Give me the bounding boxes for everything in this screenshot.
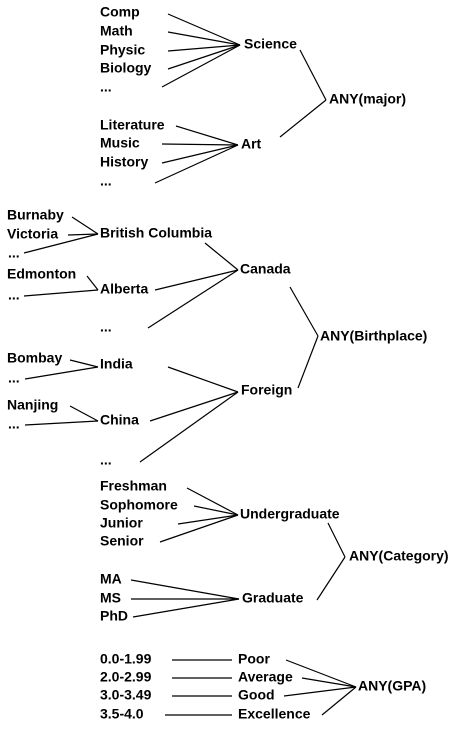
node-science: Science [244,36,297,52]
node-phd: PhD [100,608,128,624]
node-range4: 3.5-4.0 [100,706,144,722]
node-history: History [100,154,148,170]
node-british-columbia: British Columbia [100,225,212,241]
edge-science-root [299,49,327,101]
edge-physic-science [167,44,241,52]
edge-nanjing-china [69,405,99,422]
node-china-more: ... [8,416,20,432]
node-undergraduate: Undergraduate [240,506,340,522]
edge-canada-more [147,269,239,329]
edge-foreign-root [297,335,319,389]
node-sophomore: Sophomore [100,497,178,513]
node-math: Math [100,23,133,39]
node-literature: Literature [100,117,165,133]
edge-art-root [279,99,327,138]
node-art-more: ... [100,173,112,189]
edge-canada-root [289,286,319,337]
edge-india-foreign [167,366,239,393]
edge-alberta-canada [154,269,239,291]
node-bc-more: ... [8,245,20,261]
node-india: India [100,356,133,372]
edge-history-art [161,144,239,164]
edge-bc-more [23,233,99,254]
edge-excellence-root [321,686,357,716]
node-senior: Senior [100,533,144,549]
edge-sophomore-undergraduate [193,505,239,516]
edge-ma-graduate [130,579,240,600]
edge-music-art [161,143,239,146]
gpa-hierarchy: 0.0-1.99 2.0-2.99 3.0-3.49 3.5-4.0 Poor … [100,651,426,722]
node-foreign: Foreign [241,382,292,398]
node-average: Average [238,669,293,685]
node-nanjing: Nanjing [7,397,58,413]
node-victoria: Victoria [7,226,58,242]
edge-china-foreign [149,391,239,422]
edge-good-root [283,686,357,697]
node-india-more: ... [8,370,20,386]
node-range2: 2.0-2.99 [100,669,152,685]
node-freshman: Freshman [100,478,167,494]
node-music: Music [100,135,140,151]
node-graduate: Graduate [242,590,304,606]
edge-poor-root [285,659,357,688]
edge-average-root [301,677,357,688]
node-poor: Poor [238,651,270,667]
edge-burnaby-bc [71,216,99,235]
edge-science-more [161,44,241,88]
node-alberta: Alberta [100,281,148,297]
edge-alberta-more [23,289,99,297]
node-canada: Canada [240,261,291,277]
node-any-gpa: ANY(GPA) [358,678,426,694]
node-ms: MS [100,590,121,606]
node-range3: 3.0-3.49 [100,687,152,703]
edge-math-science [167,31,241,46]
edge-freshman-undergraduate [186,487,239,516]
node-art: Art [241,136,262,152]
node-good: Good [238,687,275,703]
major-hierarchy: Comp Math Physic Biology ... Science Lit… [100,4,406,189]
node-any-category: ANY(Category) [349,548,449,564]
edge-china-more [24,420,99,426]
category-hierarchy: Freshman Sophomore Junior Senior Undergr… [100,478,449,624]
node-biology: Biology [100,60,152,76]
edge-foreign-more [139,391,239,463]
edge-phd-graduate [132,598,240,618]
edge-india-more [24,366,99,380]
edge-bc-canada [204,242,239,271]
node-bombay: Bombay [7,350,62,366]
edge-biology-science [167,44,241,70]
node-china: China [100,412,139,428]
edge-bombay-india [69,359,99,368]
birthplace-hierarchy: Burnaby Victoria ... British Columbia Ed… [7,207,427,468]
node-alberta-more: ... [8,287,20,303]
node-foreign-more: ... [100,452,112,468]
edge-graduate-root [316,556,346,601]
node-excellence: Excellence [238,706,311,722]
node-comp: Comp [100,4,140,20]
node-any-birthplace: ANY(Birthplace) [320,328,427,344]
node-science-more: ... [100,79,112,95]
node-canada-more: ... [100,319,112,335]
edge-junior-undergraduate [177,514,239,525]
node-range1: 0.0-1.99 [100,651,152,667]
node-burnaby: Burnaby [7,207,64,223]
edge-edmonton-alberta [86,275,99,291]
node-junior: Junior [100,515,143,531]
node-physic: Physic [100,42,145,58]
edge-comp-science [167,13,241,46]
edge-undergraduate-root [327,522,346,558]
edge-senior-undergraduate [159,514,239,543]
edge-literature-art [175,125,239,146]
node-ma: MA [100,571,122,587]
edge-victoria-bc [67,233,99,236]
edge-art-more [154,144,239,184]
node-edmonton: Edmonton [7,266,76,282]
node-any-major: ANY(major) [329,91,406,107]
